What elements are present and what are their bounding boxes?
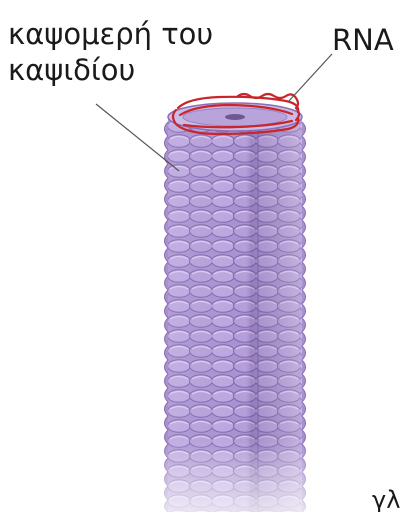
rna-label: RNA [332,26,394,55]
capsomere-label-line1: καψομερή του [8,20,213,49]
rna-leader-line [288,54,332,102]
bottom-partial-label: γλ [372,488,400,512]
capsomere-label-line2: καψιδίου [8,56,135,85]
capsid-cylinder [160,118,312,512]
